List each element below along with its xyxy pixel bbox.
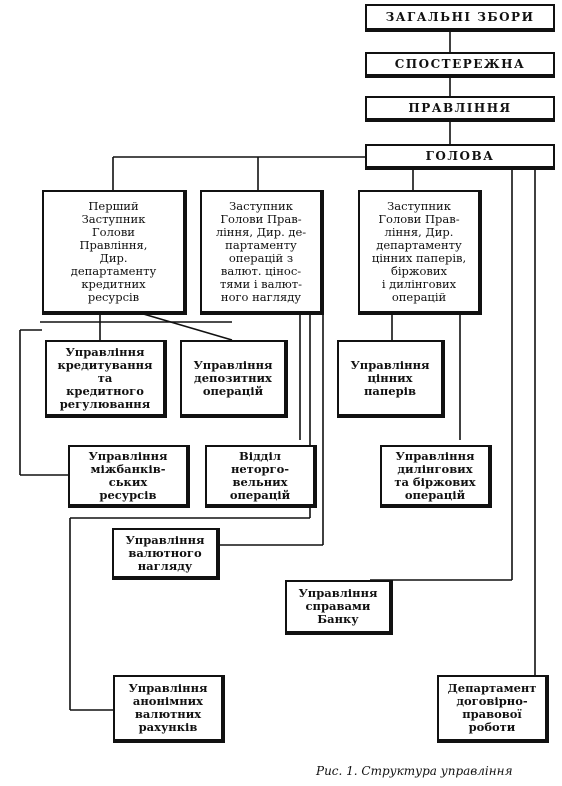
currency-control-box: Управління валютного нагляду	[112, 528, 220, 580]
legal-department-box: Департамент договірно- правової роботи	[437, 675, 549, 743]
credit-department-box: Управління кредитування та кредитного ре…	[45, 340, 167, 418]
currency-deputy-box: Заступник Голови Прав- ління, Дир. де- п…	[200, 190, 324, 315]
interbank-department-box: Управління міжбанків- ських ресурсів	[68, 445, 190, 508]
deposit-department-box: Управління депозитних операцій	[180, 340, 288, 418]
bank-affairs-box: Управління справами Банку	[285, 580, 393, 635]
management-board-box: ПРАВЛІННЯ	[365, 96, 555, 122]
first-deputy-box: Перший Заступник Голови Правління, Дир. …	[42, 190, 187, 315]
figure-caption: Рис. 1. Структура управління	[316, 764, 513, 778]
dealing-department-box: Управління дилінгових та біржових операц…	[380, 445, 492, 508]
general-meeting-box: ЗАГАЛЬНІ ЗБОРИ	[365, 4, 555, 32]
non-trade-division-box: Відділ неторго- вельних операцій	[205, 445, 317, 508]
anonymous-accounts-box: Управління анонімних валютних рахунків	[113, 675, 225, 743]
securities-department-box: Управління цінних паперів	[337, 340, 445, 418]
securities-deputy-box: Заступник Голови Прав- ління, Дир. депар…	[358, 190, 482, 315]
supervisory-board-box: СПОСТЕРЕЖНА	[365, 52, 555, 78]
head-box: ГОЛОВА	[365, 144, 555, 170]
